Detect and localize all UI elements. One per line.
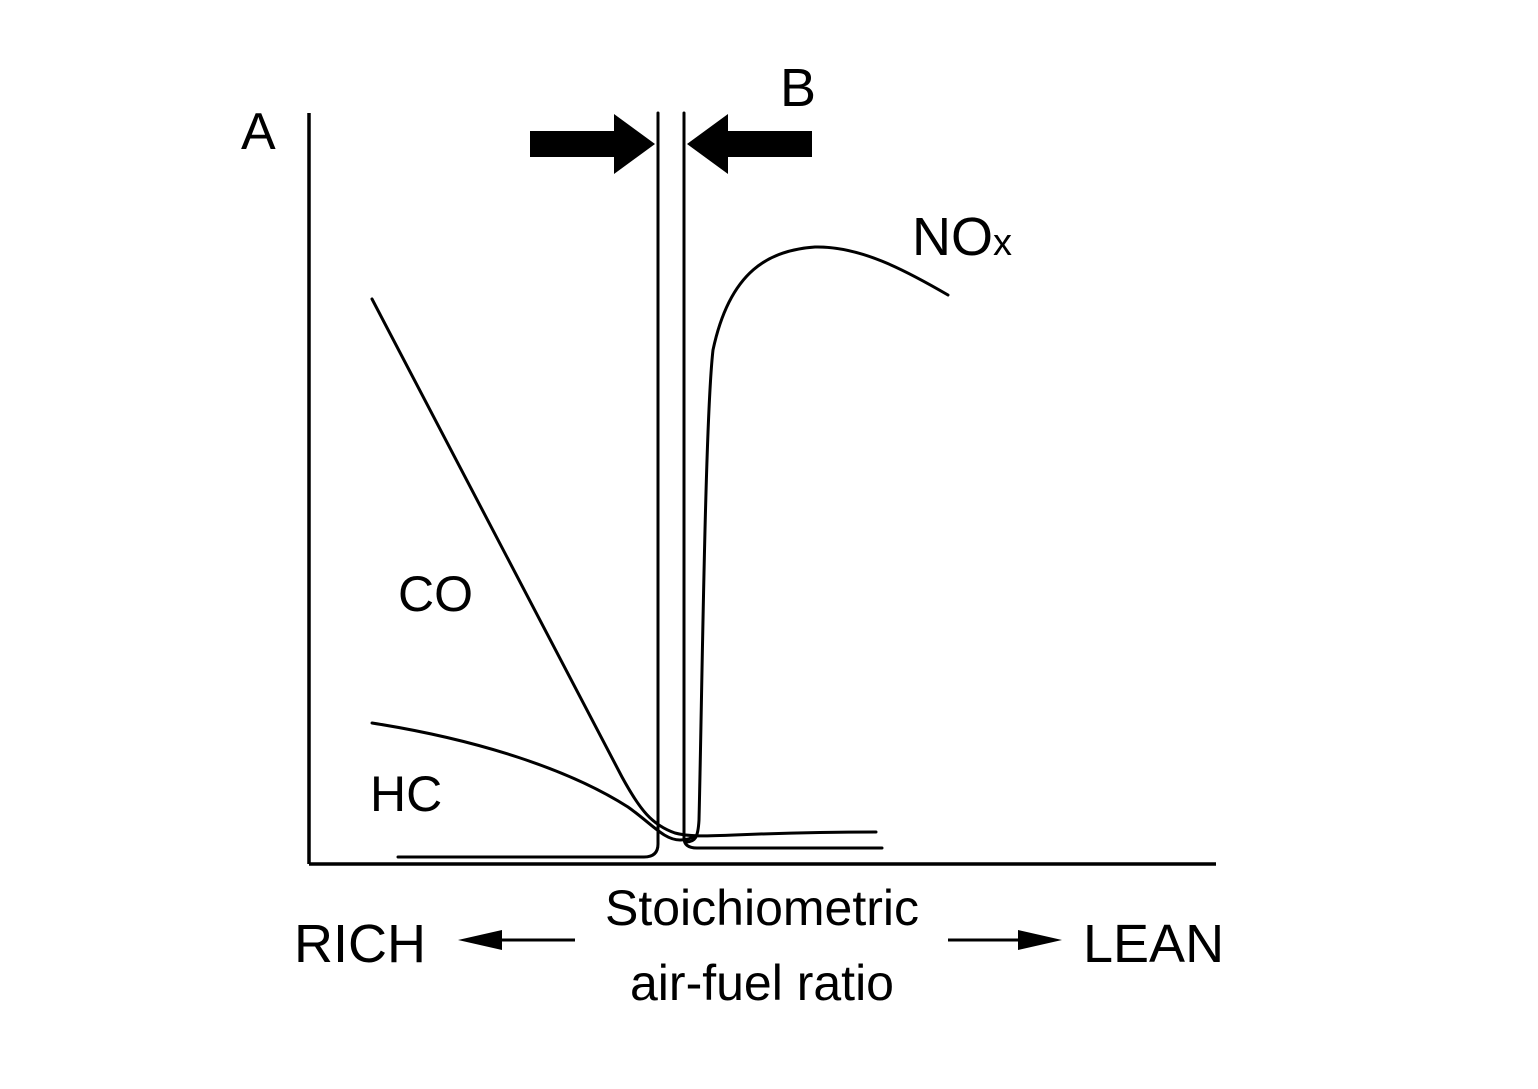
nox-label-subscript: x xyxy=(993,222,1012,264)
window-left-boundary xyxy=(396,111,660,859)
nox-curve xyxy=(684,245,950,844)
hc-label: HC xyxy=(370,766,442,822)
rich-label: RICH xyxy=(294,914,426,974)
y-axis-label: A xyxy=(241,103,276,161)
nox-label: NOx xyxy=(912,207,1012,267)
lean-label: LEAN xyxy=(1083,914,1224,974)
stoichiometric-label-line1: Stoichiometric xyxy=(605,880,919,936)
rich-direction-arrow xyxy=(458,930,575,950)
co-label: CO xyxy=(398,566,473,622)
window-left-arrow xyxy=(530,114,655,174)
nox-label-main: NO xyxy=(912,207,993,267)
lean-direction-arrow xyxy=(948,930,1062,950)
window-label: B xyxy=(780,58,816,118)
window-right-arrow xyxy=(687,114,812,174)
co-curve xyxy=(370,297,878,838)
stoichiometric-label-line2: air-fuel ratio xyxy=(630,955,894,1011)
window-right-boundary xyxy=(682,111,884,850)
hc-curve xyxy=(370,721,697,842)
